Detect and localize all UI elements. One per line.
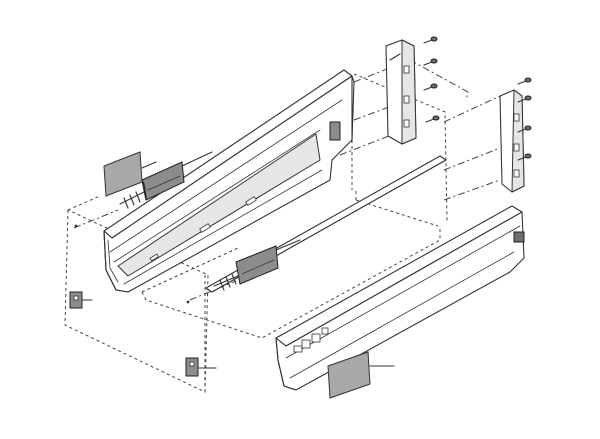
screw [423, 58, 438, 66]
right-drawer-side [275, 205, 525, 391]
runner-end [213, 273, 239, 291]
rear-hook [329, 121, 341, 141]
left-rear-bracket [385, 39, 417, 145]
locating-point [74, 224, 78, 228]
screw [517, 77, 532, 85]
right-insert-plate [327, 351, 395, 399]
drawer-bottom-outline [141, 199, 441, 339]
screw [517, 95, 532, 103]
screw-group-right [517, 77, 532, 161]
screw [425, 115, 440, 123]
left-insert-plate [103, 151, 157, 197]
right-runner [213, 239, 301, 291]
runner-end [119, 191, 145, 209]
rear-clip [513, 231, 525, 243]
screw [423, 36, 438, 44]
front-fixing-clip-upper [69, 291, 93, 309]
front-fixing-clip-lower [185, 357, 217, 377]
screw [423, 83, 438, 91]
drawer-back-outline [351, 73, 448, 223]
screw [517, 153, 532, 161]
front-fitting-holes [293, 327, 329, 353]
screw-group-left [423, 36, 440, 123]
left-drawer-side [103, 69, 355, 293]
screw [517, 125, 532, 133]
left-runner [119, 151, 213, 209]
right-rear-bracket [499, 89, 525, 193]
locating-point [186, 300, 190, 304]
